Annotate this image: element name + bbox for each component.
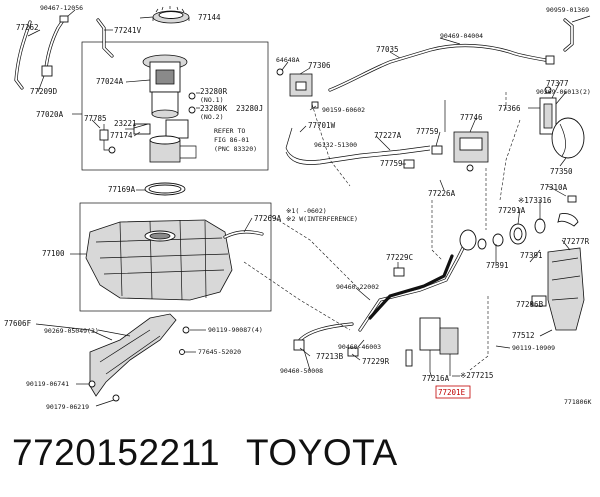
callout-77201e-highlighted: 77201E [438, 388, 466, 397]
callout-23280r-no1: (NO.1) [200, 96, 223, 104]
clamp-77759a [431, 145, 443, 155]
callout-90119-10909: 90119-10909 [512, 344, 555, 352]
refer-to-line3: (PNC 83320) [214, 145, 257, 153]
callout-90269-06013: 90269-06013(2) [536, 88, 591, 96]
vent-tube-77035 [328, 43, 555, 92]
callout-90469-04004: 90469-04004 [440, 32, 483, 40]
callout-90119-06741: 90119-06741 [26, 380, 69, 388]
callout-23280k: 23280K [200, 104, 228, 113]
lock-ring-77144 [152, 6, 190, 24]
hose-77213b [293, 322, 354, 351]
filler-housing-77277r [531, 247, 585, 331]
callout-90179-06219: 90179-06219 [46, 403, 89, 411]
filler-pipe-77201e [358, 229, 477, 376]
callout-277215: ※277215 [460, 371, 493, 380]
callout-77701w: 77701W [308, 121, 336, 130]
callout-77759-lower: 77759 [380, 159, 403, 168]
clamp-77229c [393, 267, 405, 277]
callout-77216a: 77216A [422, 374, 450, 383]
callout-77645-52020: 77645-52020 [198, 348, 241, 356]
hose-77269a [223, 230, 264, 239]
callout-90269-05049: 90269-05049(3) [44, 327, 99, 335]
callout-173316: ※173316 [518, 196, 552, 205]
callout-77227a: 77227A [374, 131, 402, 140]
callout-77241v: 77241V [114, 26, 142, 35]
callout-90159-60602: 90159-60602 [322, 106, 365, 114]
fuel-pump-module [142, 54, 197, 163]
gasket-77291a [477, 218, 546, 250]
fuel-tank-77100 [85, 219, 233, 301]
callout-77306: 77306 [308, 61, 331, 70]
callout-77169a: 77169A [108, 185, 136, 194]
filler-cap-77310a [557, 195, 579, 227]
clamp-90959-01369 [563, 18, 574, 52]
fuel-system-parts-diagram: 90467-12056 77144 90959-01369 77262 7724… [4, 4, 591, 411]
callout-77350: 77350 [550, 167, 573, 176]
callout-77226a: 77226A [428, 189, 456, 198]
tank-band-77606f [88, 313, 190, 402]
callout-77785: 77785 [84, 114, 107, 123]
clamp-77229r [347, 347, 359, 357]
callout-96132-51300: 96132-51300 [314, 141, 357, 149]
callout-90460-50008: 90460-50008 [280, 367, 323, 375]
callout-77020a: 77020A [36, 110, 64, 119]
callout-77229c: 77229C [386, 253, 413, 262]
callout-77262: 77262 [16, 23, 39, 32]
fuel-tank-box [79, 202, 272, 312]
callout-77291a: 77291A [498, 206, 526, 215]
gasket-77169a [144, 182, 186, 196]
callout-77746: 77746 [460, 113, 483, 122]
refer-to-line1: REFER TO [214, 127, 245, 135]
callout-90460-22002: 90460-22002 [336, 283, 379, 291]
fuel-lid-77350 [551, 117, 585, 159]
note-interchange-2: ※2 W(INTERFERENCE) [286, 215, 358, 223]
callout-90959-01369: 90959-01369 [546, 6, 589, 14]
callout-77035: 77035 [376, 45, 399, 54]
bracket-77366 [539, 86, 557, 135]
callout-77213b: 77213B [316, 352, 344, 361]
brand-name: TOYOTA [246, 432, 398, 473]
callout-77512: 77512 [512, 331, 535, 340]
callout-23280k-no2: (NO.2) [200, 113, 223, 121]
part-number: 7720152211 [12, 432, 221, 473]
fuel-pump-module-box [81, 41, 269, 171]
callout-77296b: 77296B [516, 300, 544, 309]
tube-77241v [96, 18, 114, 58]
note-interchange-1: ※1( -0602) [286, 207, 327, 215]
callout-23280j: 23280J [236, 104, 263, 113]
figure-code: 771806K [564, 398, 591, 406]
fuel-sender-77785 [99, 124, 116, 154]
callout-77366: 77366 [498, 104, 521, 113]
callout-77269a: 77269A [254, 214, 282, 223]
refer-to-line2: FIG 86-01 [214, 136, 249, 144]
highlighted-part-box [435, 385, 471, 399]
callout-77024a: 77024A [96, 77, 124, 86]
callout-90119-90087: 90119-90087(4) [208, 326, 263, 334]
fuel-line-77701w [285, 127, 431, 165]
callout-77391-center: 77391 [520, 251, 543, 260]
breather-hose-77262 [14, 15, 69, 90]
callout-23280r: 23280R [200, 87, 228, 96]
callout-77310a: 77310A [540, 183, 568, 192]
callout-77100: 77100 [42, 249, 65, 258]
callout-77174: 77174 [110, 131, 133, 140]
callout-77277r: 77277R [562, 237, 590, 246]
callout-90467-12056: 90467-12056 [40, 4, 83, 12]
fuel-filter-23221 [125, 123, 151, 135]
charcoal-canister-77746 [444, 100, 489, 172]
callout-77377: 77377 [546, 79, 569, 88]
callout-77759-upper: 77759 [416, 127, 439, 136]
callout-77209d: 77209D [30, 87, 58, 96]
callout-90460-46003: 90460-46003 [338, 343, 381, 351]
callout-64648a: 64648A [276, 56, 300, 64]
part-caption: 7720152211 TOYOTA [12, 432, 592, 482]
callout-77144: 77144 [198, 13, 221, 22]
callout-77391-left: 77391 [486, 261, 509, 270]
callout-77606f: 77606F [4, 319, 32, 328]
callout-77229r: 77229R [362, 357, 390, 366]
callout-23221: 23221 [114, 119, 137, 128]
vent-valve-77306 [276, 68, 319, 109]
